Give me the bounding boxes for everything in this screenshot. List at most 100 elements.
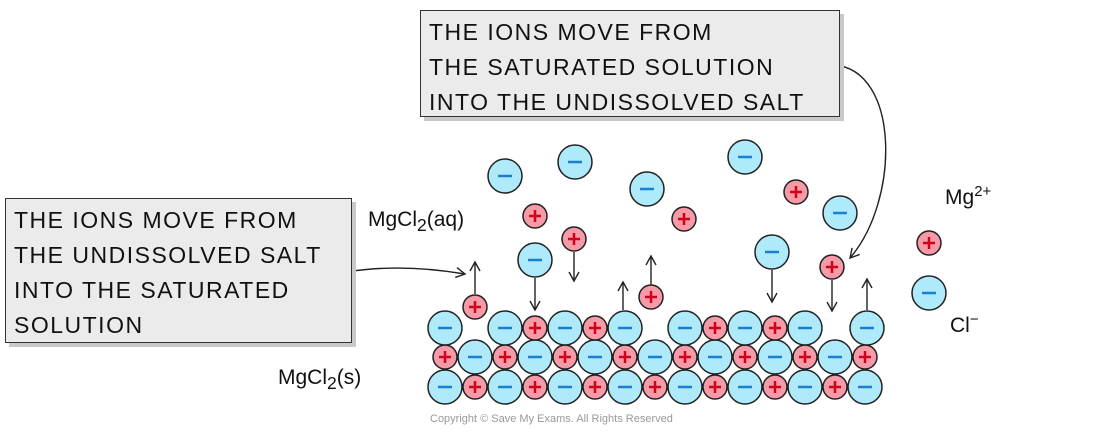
magnesium-ion (552, 344, 578, 370)
chloride-ion (629, 171, 665, 207)
chloride-ion (457, 339, 493, 375)
plus-icon (529, 210, 541, 222)
callout-left-line: SOLUTION (14, 312, 144, 338)
chloride-ion (727, 310, 763, 346)
label-mgcl2-s: MgCl2(s) (278, 366, 361, 394)
magnesium-ion (819, 254, 845, 280)
magnesium-ion (702, 374, 728, 400)
magnesium-ion (732, 344, 758, 370)
plus-icon (589, 381, 601, 393)
magnesium-ion (612, 344, 638, 370)
magnesium-ion (582, 374, 608, 400)
plus-icon (790, 186, 802, 198)
chloride-ion (849, 310, 885, 346)
plus-icon (679, 351, 691, 363)
chloride-ion (547, 310, 583, 346)
label-mgcl2-aq: MgCl2(aq) (368, 208, 464, 236)
plus-icon (923, 237, 935, 249)
magnesium-ion (492, 344, 518, 370)
magnesium-ion (762, 374, 788, 400)
copyright: Copyright © Save My Exams. All Rights Re… (430, 413, 673, 425)
chloride-ion (787, 369, 823, 405)
plus-icon (709, 322, 721, 334)
plus-icon (739, 351, 751, 363)
magnesium-ion (522, 203, 548, 229)
magnesium-ion (522, 374, 548, 400)
magnesium-ion (432, 344, 458, 370)
plus-icon (529, 322, 541, 334)
chloride-ion (557, 144, 593, 180)
chloride-ion (757, 339, 793, 375)
magnesium-ion (462, 294, 488, 320)
callout-left-line: THE IONS MOVE FROM (14, 207, 298, 233)
plus-icon (589, 322, 601, 334)
plus-icon (439, 351, 451, 363)
callout-left: THE IONS MOVE FROM THE UNDISSOLVED SALT … (5, 198, 352, 343)
chloride-ion (427, 369, 463, 405)
plus-icon (829, 381, 841, 393)
plus-icon (678, 213, 690, 225)
plus-icon (769, 381, 781, 393)
chloride-ion (787, 310, 823, 346)
plus-icon (529, 381, 541, 393)
callout-left-arrow (345, 267, 467, 279)
chloride-ion (667, 369, 703, 405)
magnesium-ion (702, 315, 728, 341)
plus-icon (709, 381, 721, 393)
charge: − (969, 311, 979, 328)
chloride-ion (847, 369, 883, 405)
callout-top-arrow (833, 64, 887, 260)
callout-top: THE IONS MOVE FROM THE SATURATED SOLUTIO… (420, 10, 840, 117)
magnesium-ion (852, 344, 878, 370)
plus-icon (568, 233, 580, 245)
chloride-ion (577, 339, 613, 375)
callout-top-line: THE SATURATED SOLUTION (429, 54, 775, 80)
magnesium-ion (783, 179, 809, 205)
state: (s) (336, 366, 362, 389)
chloride-ion (817, 339, 853, 375)
chloride-ion (754, 234, 790, 270)
magnesium-ion (582, 315, 608, 341)
magnesium-ion (671, 206, 697, 232)
callout-top-line: THE IONS MOVE FROM (429, 19, 713, 45)
formula: MgCl (368, 208, 418, 231)
chloride-ion (487, 369, 523, 405)
chloride-ion (697, 339, 733, 375)
chloride-ion (822, 195, 858, 231)
callout-left-line: THE UNDISSOLVED SALT (14, 242, 322, 268)
chloride-ion (637, 339, 673, 375)
chloride-ion (517, 242, 553, 278)
magnesium-ion (792, 344, 818, 370)
plus-icon (649, 381, 661, 393)
legend-chloride-ion (911, 275, 947, 311)
chloride-ion (547, 369, 583, 405)
chloride-ion (727, 369, 763, 405)
magnesium-ion (642, 374, 668, 400)
magnesium-ion (672, 344, 698, 370)
subscript: 2 (417, 215, 427, 236)
chloride-ion (607, 310, 643, 346)
plus-icon (469, 381, 481, 393)
magnesium-ion (822, 374, 848, 400)
chloride-ion (667, 310, 703, 346)
plus-icon (469, 301, 481, 313)
callout-top-line: INTO THE UNDISSOLVED SALT (429, 89, 805, 115)
magnesium-ion (638, 284, 664, 310)
plus-icon (826, 261, 838, 273)
plus-icon (559, 351, 571, 363)
state: (aq) (426, 208, 465, 231)
magnesium-ion (762, 315, 788, 341)
chloride-ion (487, 310, 523, 346)
magnesium-ion (561, 226, 587, 252)
legend-anion-label: Cl− (950, 311, 979, 338)
legend-magnesium-ion (916, 230, 942, 256)
chloride-ion (487, 158, 523, 194)
callout-left-line: INTO THE SATURATED (14, 277, 290, 303)
plus-icon (645, 291, 657, 303)
symbol: Mg (945, 186, 975, 209)
plus-icon (769, 322, 781, 334)
chloride-ion (607, 369, 643, 405)
chloride-ion (427, 310, 463, 346)
